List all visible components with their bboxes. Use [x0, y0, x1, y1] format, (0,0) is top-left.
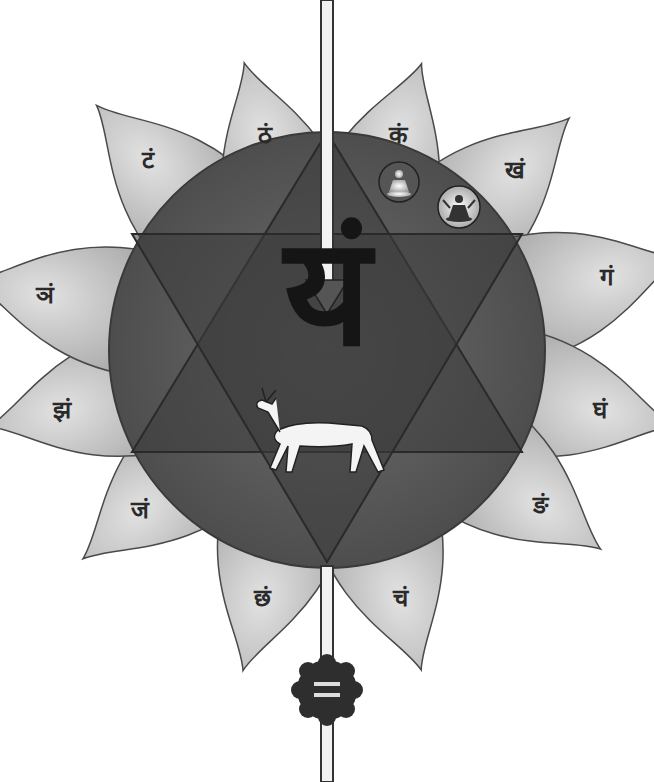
petal-syllable: ङं — [533, 493, 548, 517]
deity-icon — [379, 162, 419, 202]
petal-syllable: टं — [142, 148, 154, 172]
small-lotus — [291, 654, 363, 726]
petal-syllable: ञं — [36, 283, 54, 307]
petal-syllable: जं — [131, 498, 149, 522]
petal-syllable: गं — [600, 265, 614, 289]
seed-syllable: यं — [284, 217, 371, 367]
petal-syllable: कं — [389, 123, 407, 147]
petal-syllable: घं — [593, 398, 607, 422]
petal-syllable: खं — [505, 158, 525, 182]
petal-syllable: ठं — [258, 123, 272, 147]
deer-figure — [257, 388, 384, 472]
petal-syllable: चं — [393, 586, 408, 610]
deity-icon — [438, 186, 480, 228]
petal-syllable: छं — [254, 586, 271, 610]
petal-syllable: झं — [53, 398, 71, 422]
